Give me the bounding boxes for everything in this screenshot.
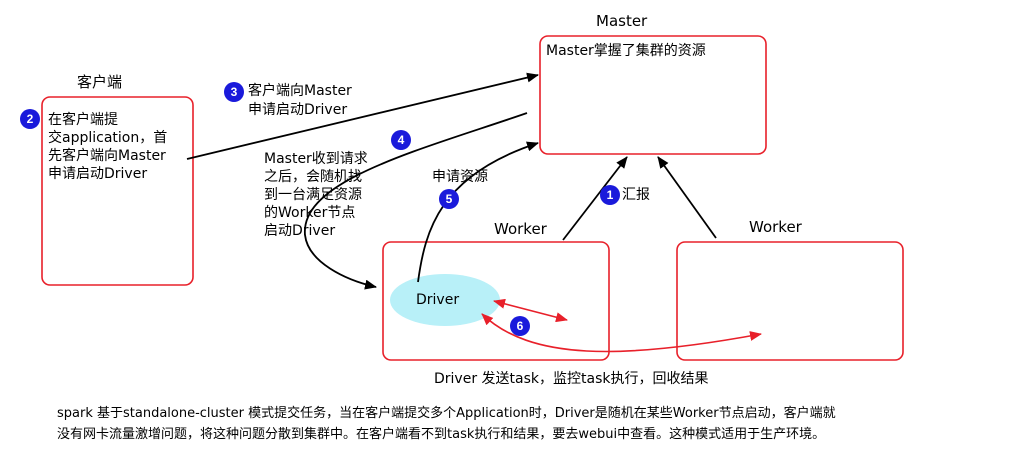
step-badge-2: 2 — [20, 109, 40, 129]
client-box — [41, 96, 194, 286]
driver-ellipse — [390, 274, 500, 326]
worker-left-title: Worker — [494, 220, 547, 238]
step-badge-3: 3 — [224, 82, 244, 102]
arrow-driver-task-local — [493, 298, 568, 323]
arrow-client-to-master — [186, 72, 539, 160]
worker-right-box — [676, 241, 904, 361]
client-description: 在客户端提 交application，首 先客户端向Master 申请启动Dri… — [48, 111, 167, 183]
step-4-text: Master收到请求 之后，会随机找 到一台满足资源 的Worker节点 启动D… — [264, 150, 368, 240]
step-3-text: 客户端向Master 申请启动Driver — [248, 82, 352, 120]
step-badge-6: 6 — [510, 316, 530, 336]
footer-line: spark 基于standalone-cluster 模式提交任务，当在客户端提… — [57, 406, 836, 421]
arrow-driver-task-remote — [481, 313, 762, 353]
step-5-text: 申请资源 — [432, 169, 488, 185]
step-4-line: 启动Driver — [264, 223, 336, 239]
footer-line: 没有网卡流量激增问题，将这种问题分散到集群中。在客户端看不到task执行和结果，… — [57, 427, 826, 442]
client-line: 在客户端提 — [48, 112, 118, 128]
worker-right-title: Worker — [749, 218, 802, 236]
arrow-driver-to-master — [417, 141, 539, 283]
client-line: 申请启动Driver — [48, 166, 148, 182]
arrow-worker-left-report — [562, 156, 628, 241]
client-title: 客户端 — [77, 73, 123, 91]
step-badge-1: 1 — [600, 185, 620, 205]
master-description: Master掌握了集群的资源 — [546, 43, 706, 59]
client-line: 先客户端向Master — [48, 148, 166, 164]
master-box — [539, 35, 767, 155]
master-title: Master — [596, 12, 648, 30]
step-4-line: Master收到请求 — [264, 151, 368, 167]
step-3-line: 客户端向Master — [248, 83, 352, 99]
client-line: 交application，首 — [48, 130, 168, 146]
arrow-master-to-driver — [304, 112, 528, 290]
step-badge-5: 5 — [439, 189, 459, 209]
step-3-line: 申请启动Driver — [248, 102, 348, 118]
driver-caption: Driver 发送task，监控task执行，回收结果 — [434, 371, 709, 387]
step-4-line: 到一台满足资源 — [264, 187, 362, 203]
arrow-worker-right-report — [657, 156, 717, 239]
step-badge-4: 4 — [391, 130, 411, 150]
driver-label: Driver — [416, 292, 460, 308]
worker-left-box — [382, 241, 610, 361]
step-4-line: 之后，会随机找 — [264, 169, 362, 185]
footer-description: spark 基于standalone-cluster 模式提交任务，当在客户端提… — [57, 403, 836, 445]
step-4-line: 的Worker节点 — [264, 205, 356, 221]
step-1-text: 汇报 — [622, 187, 650, 203]
